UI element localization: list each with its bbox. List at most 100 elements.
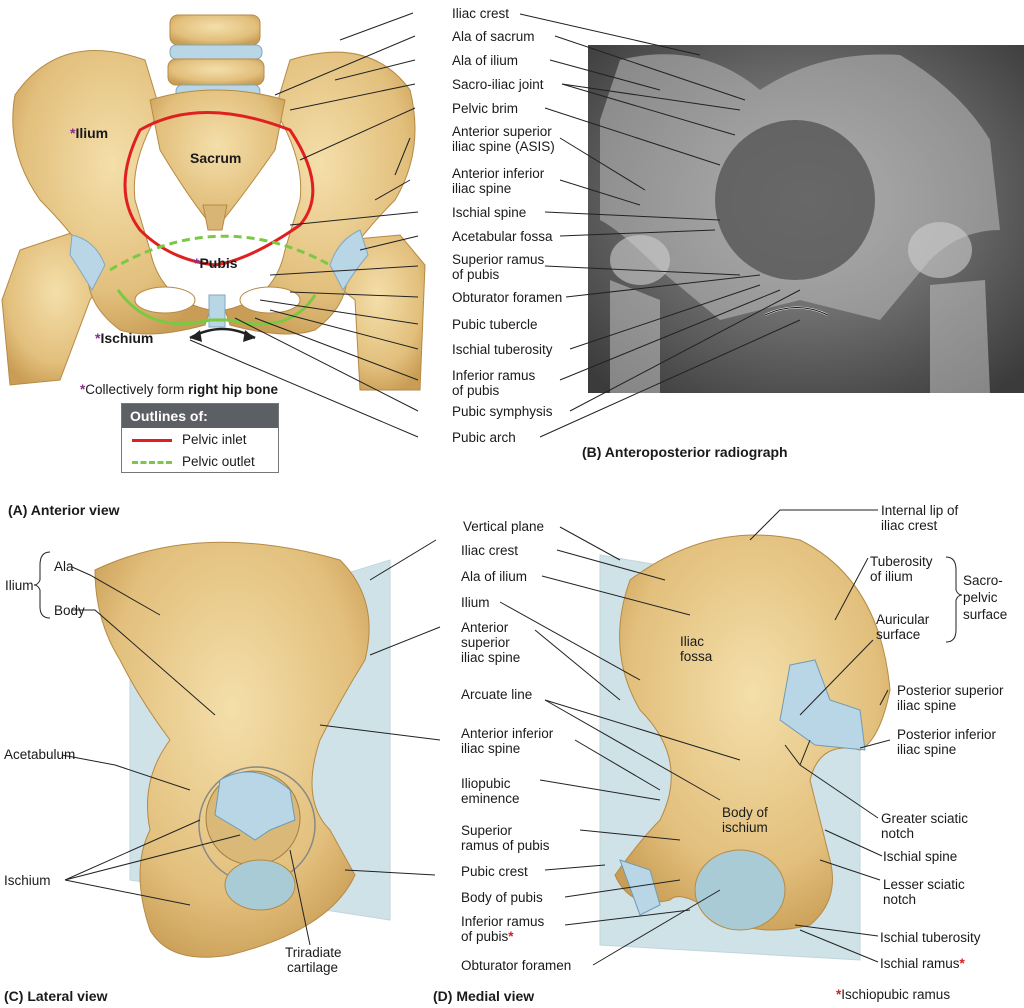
label-iliac-crest-b: Iliac crest [452, 6, 510, 21]
label-pubic-arch: Pubic arch [452, 430, 516, 445]
label-ala-ilium-b: Ala of ilium [452, 53, 519, 68]
label-triradiate-1: Triradiate [285, 945, 342, 960]
label-auricular-1: Auricular [876, 612, 930, 627]
pubic-symphysis-cartilage [208, 294, 226, 328]
label-ala-sacrum: Ala of sacrum [452, 29, 535, 44]
medial-obturator-foramen [694, 849, 786, 931]
label-ischial-tuberosity-b: Ischial tuberosity [452, 342, 553, 357]
label-lsn-2: notch [883, 892, 917, 907]
left-hip-joint-cartilage [329, 229, 369, 292]
label-asis-c3: iliac spine [461, 650, 521, 665]
leader-lines [33, 12, 963, 966]
right-hip-bone [12, 50, 211, 335]
right-obturator-foramen [134, 286, 196, 314]
caption-d: (D) Medial view [433, 988, 535, 1004]
label-sacropelvic-2: pelvic [963, 590, 998, 605]
label-superior-ramus-2: of pubis [452, 267, 500, 282]
label-internal-lip-1: Internal lip of [881, 503, 959, 518]
lumbar-vertebra-2 [167, 58, 265, 86]
label-tuberosity-1: Tuberosity [870, 554, 933, 569]
ischium-label: *Ischium [95, 330, 154, 346]
label-iliac-fossa-2: fossa [680, 649, 713, 664]
label-sacroiliac-joint: Sacro-iliac joint [452, 77, 544, 92]
triradiate-cartilage [214, 771, 296, 841]
pubis-label: *Pubis [194, 255, 238, 271]
label-ala-ilium-d: Ala of ilium [461, 569, 528, 584]
label-sup-ramus-d1: Superior [461, 823, 513, 838]
intervertebral-disc-1 [169, 44, 263, 60]
label-pubic-tubercle: Pubic tubercle [452, 317, 538, 332]
label-aiis-2: iliac spine [452, 181, 512, 196]
label-aiis-c2: iliac spine [461, 741, 521, 756]
label-piis-2: iliac spine [897, 742, 957, 757]
label-auricular-2: surface [876, 627, 921, 642]
lateral-hip-bone [94, 541, 370, 958]
label-body-pubis: Body of pubis [461, 890, 543, 905]
label-inferior-ramus-2: of pubis [452, 383, 500, 398]
caption-b: (B) Anteroposterior radiograph [582, 444, 788, 460]
outline-legend: Outlines of: Pelvic inlet Pelvic outlet [121, 403, 279, 473]
label-triradiate-2: cartilage [287, 960, 339, 975]
medial-hip-bone [614, 534, 891, 931]
label-aiis-c1: Anterior inferior [461, 726, 554, 741]
radiograph [588, 45, 1024, 393]
coccyx [202, 204, 228, 231]
label-obturator-foramen-b: Obturator foramen [452, 290, 563, 305]
lateral-hip-bone-illustration [94, 541, 391, 958]
legend-outlet: Pelvic outlet [122, 450, 278, 472]
label-lsn-1: Lesser sciatic [883, 877, 965, 892]
label-gsn-2: notch [881, 826, 915, 841]
left-obturator-foramen [239, 286, 301, 314]
pelvic-inlet-outline [123, 111, 315, 267]
label-sacropelvic-3: surface [963, 607, 1008, 622]
label-pubic-crest: Pubic crest [461, 864, 528, 879]
caption-a: (A) Anterior view [8, 502, 120, 518]
medial-hip-bone-illustration [599, 534, 891, 961]
label-superior-ramus-1: Superior ramus [452, 252, 545, 267]
label-ischial-spine-b: Ischial spine [452, 205, 527, 220]
sacrum [149, 89, 286, 231]
label-inf-ramus-d1: Inferior ramus [461, 914, 545, 929]
label-iliac-fossa-1: Iliac [680, 634, 705, 649]
label-arcuate-line: Arcuate line [461, 687, 533, 702]
label-vertical-plane: Vertical plane [463, 519, 545, 534]
label-piis-1: Posterior inferior [897, 727, 997, 742]
label-body-ischium-2: ischium [722, 820, 768, 835]
sacrum-label: Sacrum [190, 150, 242, 166]
label-asis-1: Anterior superior [452, 124, 552, 139]
label-acetabular-fossa: Acetabular fossa [452, 229, 553, 244]
label-iliac-crest-d: Iliac crest [461, 543, 519, 558]
legend-title: Outlines of: [122, 404, 278, 428]
right-hip-joint-cartilage [69, 234, 106, 292]
label-ischium-c: Ischium [4, 873, 51, 888]
label-iliopubic-1: Iliopubic [461, 776, 511, 791]
label-psis-2: iliac spine [897, 698, 957, 713]
label-inf-ramus-d2: of pubis* [461, 929, 514, 944]
label-sacropelvic-1: Sacro- [963, 573, 1003, 588]
hip-bone-note: *Collectively form right hip bone [80, 382, 279, 397]
ilium-label: *Ilium [70, 125, 109, 141]
lumbar-vertebra [169, 14, 261, 46]
label-internal-lip-2: iliac crest [881, 518, 938, 533]
legend-inlet: Pelvic inlet [122, 428, 278, 450]
label-ilium-d: Ilium [461, 595, 490, 610]
auricular-surface [779, 659, 866, 751]
label-aiis-1: Anterior inferior [452, 166, 545, 181]
label-obturator-foramen-d: Obturator foramen [461, 958, 572, 973]
label-inferior-ramus-1: Inferior ramus [452, 368, 536, 383]
caption-c: (C) Lateral view [4, 988, 108, 1004]
label-pelvic-brim: Pelvic brim [452, 101, 519, 116]
label-pubic-symphysis: Pubic symphysis [452, 404, 553, 419]
label-body-c: Body [54, 603, 85, 618]
label-ala-c: Ala [54, 559, 74, 574]
label-ischial-tuberosity-d: Ischial tuberosity [880, 930, 981, 945]
label-ilium-c: Ilium [5, 578, 34, 593]
pelvic-outlet-lower [116, 289, 317, 326]
pubic-symphyseal-surface [619, 859, 661, 916]
label-acetabulum: Acetabulum [4, 747, 76, 762]
label-asis-c2: superior [461, 635, 510, 650]
pelvis-anterior-illustration [1, 14, 426, 391]
label-asis-c1: Anterior [461, 620, 509, 635]
footnote-ischiopubic: *Ischiopubic ramus [836, 987, 951, 1002]
label-gsn-1: Greater sciatic [881, 811, 969, 826]
